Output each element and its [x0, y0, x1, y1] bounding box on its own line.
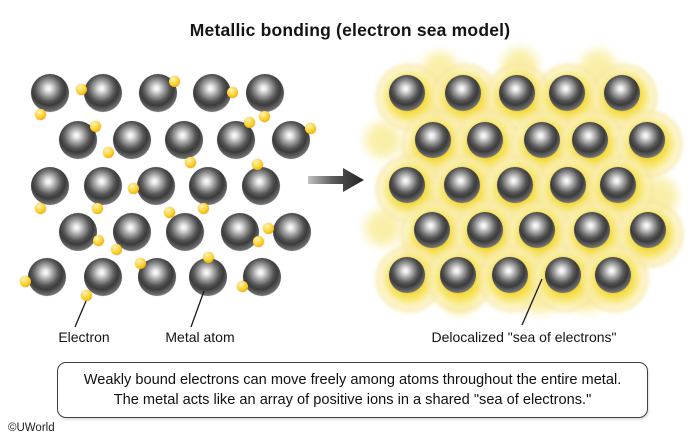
- metal-atom: [189, 167, 227, 205]
- metal-atom: [273, 213, 311, 251]
- metal-atom: [497, 167, 533, 203]
- metal-atom: [604, 75, 640, 111]
- metal-atom: [545, 257, 581, 293]
- electron: [19, 275, 31, 287]
- arrow-shape: [308, 168, 364, 192]
- electron: [226, 86, 238, 98]
- metal-atom: [415, 122, 451, 158]
- metal-atom: [600, 167, 636, 203]
- copyright-notice: ©UWorld: [8, 422, 55, 434]
- diagram-title: Metallic bonding (electron sea model): [189, 20, 511, 40]
- metal-atom: [59, 213, 97, 251]
- metal-atom: [549, 75, 585, 111]
- electron: [262, 222, 274, 234]
- metal-atom: [113, 121, 151, 159]
- electron: [134, 257, 146, 269]
- electron: [80, 289, 92, 301]
- metal-atom: [28, 258, 66, 296]
- electron: [243, 116, 255, 128]
- electron: [91, 202, 103, 214]
- electron: [127, 182, 139, 194]
- electron: [168, 75, 180, 87]
- electron: [92, 234, 104, 246]
- metal-atom: [272, 121, 310, 159]
- electron: [184, 156, 196, 168]
- metal-atom: [389, 257, 425, 293]
- metal-atom: [84, 167, 122, 205]
- electron-label: Electron: [58, 329, 110, 345]
- electron: [258, 110, 270, 122]
- metal-atom: [630, 212, 666, 248]
- electron: [236, 280, 248, 292]
- metal-atom: [444, 167, 480, 203]
- caption-box: Weakly bound electrons can move freely a…: [57, 362, 648, 419]
- leader-line: [190, 290, 205, 328]
- metal-atom: [572, 122, 608, 158]
- metal-atom: [389, 167, 425, 203]
- metal-atom: [550, 167, 586, 203]
- metal-atom: [595, 257, 631, 293]
- metal-atom: [519, 212, 555, 248]
- metal-atom: [84, 74, 122, 112]
- metal-atom: [492, 257, 528, 293]
- caption-line-1: Weakly bound electrons can move freely a…: [83, 372, 622, 388]
- electron: [89, 120, 101, 132]
- metal-atom: [243, 258, 281, 296]
- metal-atom: [467, 122, 503, 158]
- metal-atom: [246, 74, 284, 112]
- electron: [34, 202, 46, 214]
- metal-atom-label: Metal atom: [165, 329, 235, 345]
- leader-line: [74, 300, 87, 328]
- sea-of-electrons-label: Delocalized "sea of electrons": [431, 329, 617, 345]
- metal-atom: [445, 75, 481, 111]
- metal-atom: [84, 258, 122, 296]
- electron: [102, 146, 114, 158]
- metal-atom: [499, 75, 535, 111]
- metal-atom: [629, 122, 665, 158]
- metal-atom: [221, 213, 259, 251]
- electron: [304, 122, 316, 134]
- metal-atom: [137, 167, 175, 205]
- metal-atom: [189, 258, 227, 296]
- electron: [197, 202, 209, 214]
- metal-atom: [440, 257, 476, 293]
- metal-atom: [524, 122, 560, 158]
- metal-atom: [166, 213, 204, 251]
- electron: [34, 108, 46, 120]
- caption-line-2: The metal acts like an array of positive…: [113, 392, 592, 409]
- metal-atom: [31, 167, 69, 205]
- electron: [202, 251, 214, 263]
- electron: [110, 243, 122, 255]
- metal-atom: [389, 75, 425, 111]
- metal-atom: [467, 212, 503, 248]
- electron: [251, 158, 263, 170]
- metal-atom: [31, 74, 69, 112]
- electron: [163, 206, 175, 218]
- metal-atom: [165, 121, 203, 159]
- metal-atom: [242, 167, 280, 205]
- metal-atom: [414, 212, 450, 248]
- electron: [75, 83, 87, 95]
- metal-atom: [193, 74, 231, 112]
- electron: [252, 235, 264, 247]
- metal-atom: [574, 212, 610, 248]
